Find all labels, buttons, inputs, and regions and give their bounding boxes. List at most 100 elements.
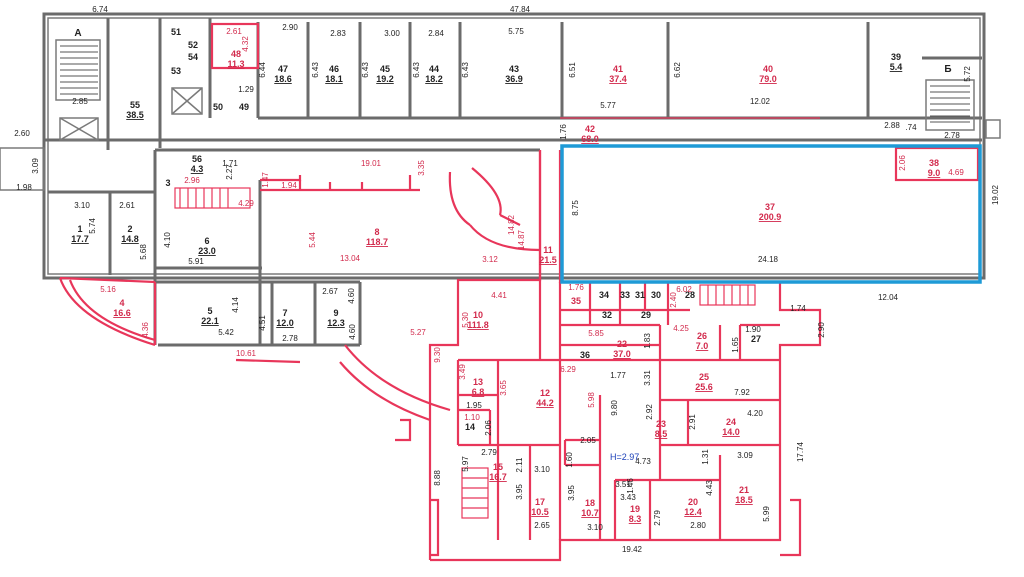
room-area-46: 18.1 bbox=[325, 74, 343, 84]
dimension-label: 12.02 bbox=[750, 97, 771, 106]
dimension-label: 5.44 bbox=[308, 232, 317, 248]
room-number-51: 51 bbox=[171, 27, 181, 37]
dimension-label: 4.32 bbox=[241, 36, 250, 52]
room-number-46: 46 bbox=[329, 64, 339, 74]
dimension-label: 1.47 bbox=[261, 172, 270, 188]
dimension-label: 2.83 bbox=[330, 29, 346, 38]
dimension-label: 3.10 bbox=[587, 523, 603, 532]
room-number-30: 30 bbox=[651, 290, 661, 300]
dimension-label: 2.40 bbox=[669, 292, 678, 308]
dimension-label: 5.30 bbox=[461, 312, 470, 328]
room-area-41: 37.4 bbox=[609, 74, 627, 84]
dimension-label: 2.05 bbox=[580, 436, 596, 445]
room-number-29: 29 bbox=[641, 310, 651, 320]
room-area-7: 12.0 bbox=[276, 318, 294, 328]
room-area-5: 22.1 bbox=[201, 316, 219, 326]
room-area-22: 37.0 bbox=[613, 349, 631, 359]
room-number-39: 39 bbox=[891, 52, 901, 62]
room-number-15: 15 bbox=[493, 462, 503, 472]
dimension-label: 2.90 bbox=[817, 322, 826, 338]
dimension-label: 5.72 bbox=[963, 66, 972, 82]
room-number-43: 43 bbox=[509, 64, 519, 74]
room-number-45: 45 bbox=[380, 64, 390, 74]
room-number-3: 3 bbox=[165, 178, 170, 188]
dimension-label: 5.27 bbox=[410, 328, 426, 337]
building-walls bbox=[0, 12, 1001, 347]
room-number-24: 24 bbox=[726, 417, 736, 427]
dimension-label: 1.76 bbox=[559, 124, 568, 140]
dimension-label: 6.74 bbox=[92, 5, 108, 14]
dimension-label: 4.41 bbox=[491, 291, 507, 300]
room-number-23: 23 bbox=[656, 419, 666, 429]
room-number-34: 34 bbox=[599, 290, 609, 300]
dimension-label: 6.51 bbox=[568, 62, 577, 78]
room-number-50: 50 bbox=[213, 102, 223, 112]
dimension-label: 4.36 bbox=[141, 322, 150, 338]
room-area-10: 111.8 bbox=[467, 320, 489, 330]
dimension-label: 3.43 bbox=[620, 493, 636, 502]
dimension-label: 3.10 bbox=[74, 201, 90, 210]
room-area-12: 44.2 bbox=[536, 398, 554, 408]
dimension-label: 7.92 bbox=[734, 388, 750, 397]
dimension-label: 1.10 bbox=[464, 413, 480, 422]
dimension-label: 1.98 bbox=[16, 183, 32, 192]
room-area-15: 16.7 bbox=[489, 472, 507, 482]
dimension-label: 4.29 bbox=[238, 199, 254, 208]
dimension-label: 19.02 bbox=[991, 184, 1000, 205]
room-number-22: 22 bbox=[617, 339, 627, 349]
dimension-label: 5.42 bbox=[218, 328, 234, 337]
room-number-26: 26 bbox=[697, 331, 707, 341]
room-area-4: 16.6 bbox=[113, 308, 131, 318]
dimension-label: 1.46 bbox=[626, 478, 635, 494]
dimension-label: 17.74 bbox=[796, 441, 805, 462]
dimension-label: 10.61 bbox=[236, 349, 257, 358]
room-area-44: 18.2 bbox=[425, 74, 443, 84]
dimension-label: 2.06 bbox=[484, 420, 493, 436]
room-number-19: 19 bbox=[630, 504, 640, 514]
room-number-33: 33 bbox=[620, 290, 630, 300]
dimension-label: 4.14 bbox=[231, 297, 240, 313]
dimension-label: 2.79 bbox=[653, 510, 662, 526]
dimension-label: 6.29 bbox=[560, 365, 576, 374]
room-number-13: 13 bbox=[473, 377, 483, 387]
dimension-label: 1.29 bbox=[238, 85, 254, 94]
room-number-48: 48 bbox=[231, 49, 241, 59]
dimension-label: 2.91 bbox=[688, 414, 697, 430]
dimension-label: 4.10 bbox=[163, 232, 172, 248]
red-outlines bbox=[58, 22, 980, 562]
room-area-23: 8.5 bbox=[655, 429, 668, 439]
dimension-label: 2.90 bbox=[282, 23, 298, 32]
room-area-26: 7.0 bbox=[696, 341, 709, 351]
room-number-20: 20 bbox=[688, 497, 698, 507]
dimension-label: 9.80 bbox=[610, 400, 619, 416]
stair-b bbox=[930, 85, 970, 123]
dimension-label: 19.01 bbox=[361, 159, 382, 168]
room-number-56: 56 bbox=[192, 154, 202, 164]
room-number-14: 14 bbox=[465, 422, 475, 432]
room-area-25: 25.6 bbox=[695, 382, 713, 392]
dimension-label: 5.68 bbox=[139, 244, 148, 260]
room-area-43: 36.9 bbox=[505, 74, 523, 84]
room-number-53: 53 bbox=[171, 66, 181, 76]
dimension-label: 3.12 bbox=[482, 255, 498, 264]
dimension-label: 6.02 bbox=[676, 285, 692, 294]
stair-a-label: А bbox=[74, 28, 81, 39]
dimension-label: 2.80 bbox=[690, 521, 706, 530]
dimension-label: 1.95 bbox=[466, 401, 482, 410]
room-area-6: 23.0 bbox=[198, 246, 216, 256]
dimension-label: 6.43 bbox=[412, 62, 421, 78]
dimension-label: 4.51 bbox=[258, 315, 267, 331]
dimension-label: 1.83 bbox=[643, 333, 652, 349]
highlighted-room-37[interactable] bbox=[560, 144, 982, 284]
room-number-38: 38 bbox=[929, 158, 939, 168]
dimension-label: 5.98 bbox=[587, 392, 596, 408]
room-area-9: 12.3 bbox=[327, 318, 345, 328]
dimension-label: 1.90 bbox=[745, 325, 761, 334]
room-area-20: 12.4 bbox=[684, 507, 702, 517]
room-number-31: 31 bbox=[635, 290, 645, 300]
dimension-label: 14.87 bbox=[517, 229, 526, 250]
dimension-label: 2.84 bbox=[428, 29, 444, 38]
